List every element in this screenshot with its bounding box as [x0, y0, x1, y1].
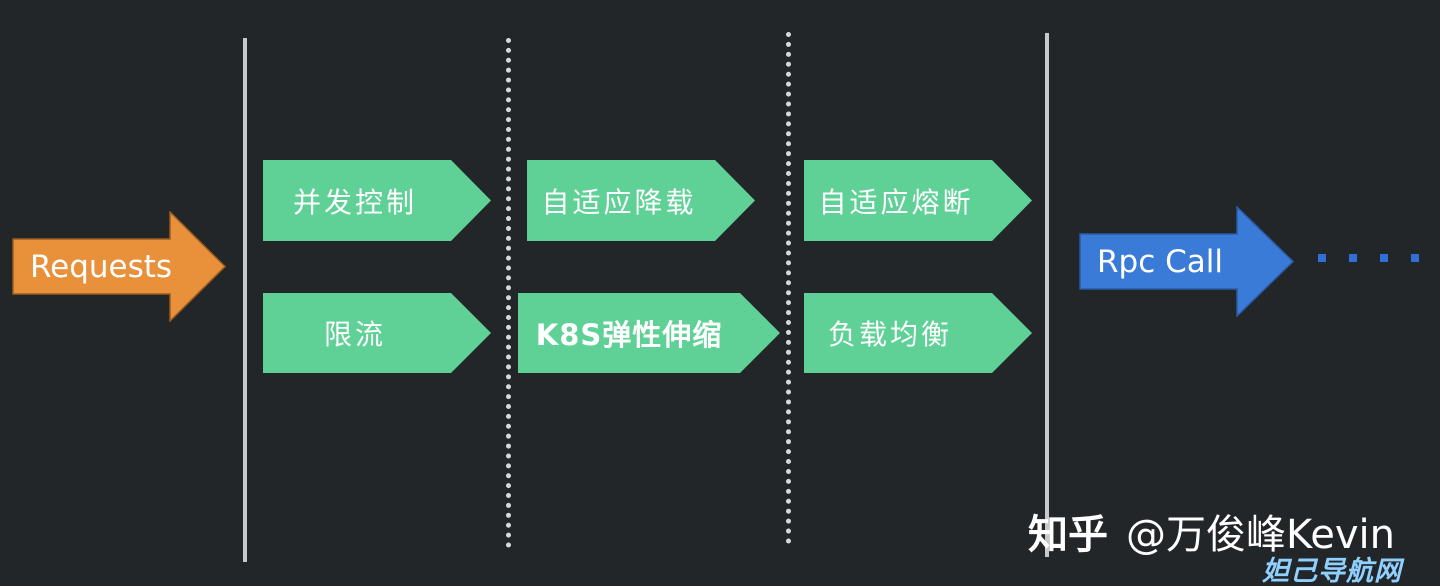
stage-adaptive-breaker: 自适应熔断 — [804, 160, 1032, 241]
stage-arrow-shape — [263, 160, 491, 241]
right-boundary-line — [1045, 33, 1049, 557]
stage-arrow-shape — [518, 293, 780, 373]
dotted-separator-1 — [506, 38, 511, 548]
rpc-call-arrow-shape — [1079, 206, 1294, 317]
zhihu-watermark: 知乎 @万俊峰Kevin — [1028, 502, 1395, 560]
stage-label: 并发控制 — [292, 185, 417, 219]
site-watermark: 妲己导航网 — [1262, 556, 1402, 586]
author-handle: @万俊峰Kevin — [1126, 512, 1395, 558]
dot — [1411, 254, 1419, 262]
stage-rate-limit: 限流 — [263, 293, 491, 373]
stage-label: 自适应降载 — [541, 185, 697, 219]
stage-label: 限流 — [323, 318, 386, 351]
dot — [1380, 254, 1388, 262]
stage-label: 自适应熔断 — [818, 185, 974, 219]
stage-arrow-shape — [804, 160, 1032, 241]
stage-label: K8S弹性伸缩 — [535, 318, 723, 352]
left-boundary-line — [243, 38, 247, 562]
stage-k8s-autoscaling: K8S弹性伸缩 — [518, 293, 780, 373]
stage-label: 负载均衡 — [828, 318, 953, 351]
stage-arrow-shape — [263, 293, 491, 373]
dot — [1318, 254, 1326, 262]
stage-concurrency-control: 并发控制 — [263, 160, 491, 241]
dot — [1349, 254, 1357, 262]
continuation-dots — [1318, 254, 1419, 262]
rpc-call-arrow: Rpc Call — [1079, 206, 1294, 317]
stage-adaptive-shedding: 自适应降载 — [527, 160, 755, 241]
requests-label: Requests — [30, 248, 173, 285]
requests-arrow-shape — [12, 211, 226, 322]
zhihu-brand: 知乎 — [1028, 512, 1108, 558]
rpc-call-label: Rpc Call — [1097, 243, 1223, 280]
stage-load-balancing: 负载均衡 — [804, 293, 1032, 373]
dotted-separator-2 — [786, 32, 791, 544]
stage-arrow-shape — [527, 160, 755, 241]
stage-arrow-shape — [804, 293, 1032, 373]
requests-arrow: Requests — [12, 211, 226, 322]
